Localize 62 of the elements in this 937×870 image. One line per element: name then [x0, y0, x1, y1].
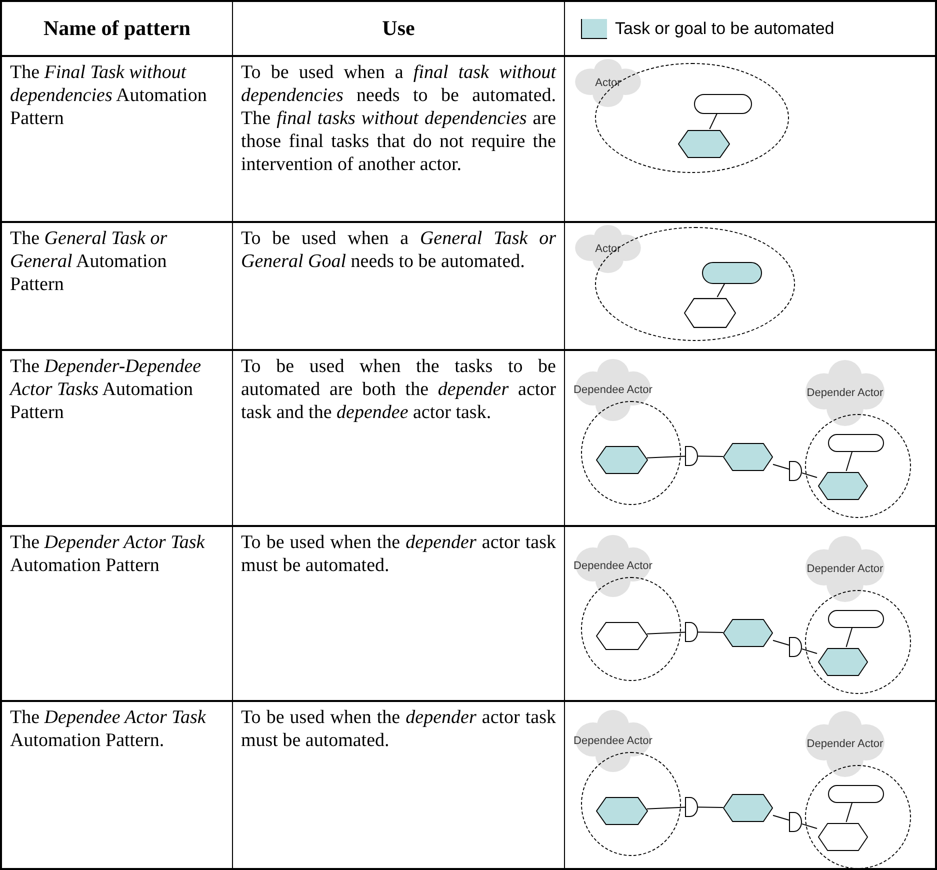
link-line: [698, 806, 724, 808]
link-line: [846, 450, 853, 472]
column-header: Use: [382, 14, 415, 42]
actor-name: Dependee Actor: [574, 384, 652, 396]
link-line: [646, 632, 686, 634]
link-line: [698, 632, 724, 634]
task-hexagon: [723, 619, 773, 647]
goal-shape: [828, 785, 884, 803]
goal-shape: [828, 434, 884, 452]
pattern-use: To be used when the depender actor task must be automated.: [241, 531, 556, 577]
actor-name: Dependee Actor: [574, 734, 652, 748]
pattern-name: The Dependee Actor Task Automation Pattern.: [10, 706, 207, 752]
link-line: [802, 648, 818, 654]
pattern-name: The Depender-Dependee Actor Tasks Automation Pattern: [10, 355, 202, 424]
link-line: [802, 472, 818, 478]
actor-boundary: [581, 401, 681, 505]
pattern-name: The General Task or General Automation Pattern: [10, 227, 168, 296]
actor-boundary: [595, 227, 795, 341]
actor-boundary: [805, 765, 911, 869]
pattern-use: To be used when a General Task or General Goal needs to be automated.: [241, 227, 556, 273]
task-hexagon: [818, 823, 868, 851]
task-hexagon: [684, 298, 736, 328]
link-line: [646, 456, 686, 458]
task-hexagon: [678, 130, 730, 158]
actor-name: Depender Actor: [806, 562, 884, 576]
goal-shape: [828, 610, 884, 628]
pattern-use: To be used when the depender actor task must be automated.: [241, 706, 556, 752]
actor-name: Dependee Actor: [574, 560, 652, 572]
link-line: [646, 806, 686, 810]
link-line: [772, 814, 790, 821]
link-line: [772, 640, 790, 646]
pattern-use: To be used when the tasks to be automated are both the depender actor task and the dependee actor task.: [241, 355, 556, 424]
task-hexagon: [723, 443, 773, 471]
goal-shape: [694, 94, 752, 114]
task-hexagon: [723, 794, 773, 822]
pattern-name: The Final Task without dependencies Automation Pattern: [10, 61, 208, 130]
actor-name: Actor: [595, 242, 621, 256]
link-line: [716, 282, 726, 298]
actor-name: Depender Actor: [806, 738, 884, 750]
link-line: [846, 626, 853, 648]
actor-name: Actor: [595, 76, 621, 90]
task-hexagon: [818, 648, 868, 676]
actor-boundary: [805, 414, 911, 518]
goal-shape: [702, 262, 762, 284]
task-hexagon: [596, 446, 648, 474]
pattern-use: To be used when a final task without dependencies needs to be automated. The final tasks without dependencies are those final tasks that do not require the intervention of another actor.: [241, 61, 556, 176]
task-hexagon: [596, 797, 648, 825]
link-line: [802, 823, 818, 829]
task-hexagon: [818, 472, 868, 500]
actor-boundary: [581, 752, 681, 856]
actor-name: Depender Actor: [806, 386, 884, 400]
actor-boundary: [595, 63, 789, 173]
link-line: [698, 456, 724, 458]
pattern-name: The Depender Actor Task Automation Pattern: [10, 531, 206, 577]
task-hexagon: [596, 622, 648, 650]
link-line: [846, 802, 853, 822]
link-line: [709, 112, 718, 130]
link-line: [772, 464, 790, 470]
legend-text: Task or goal to be automated: [615, 18, 834, 38]
actor-boundary: [805, 590, 911, 694]
column-header: Name of pattern: [44, 14, 190, 42]
actor-boundary: [581, 577, 681, 681]
